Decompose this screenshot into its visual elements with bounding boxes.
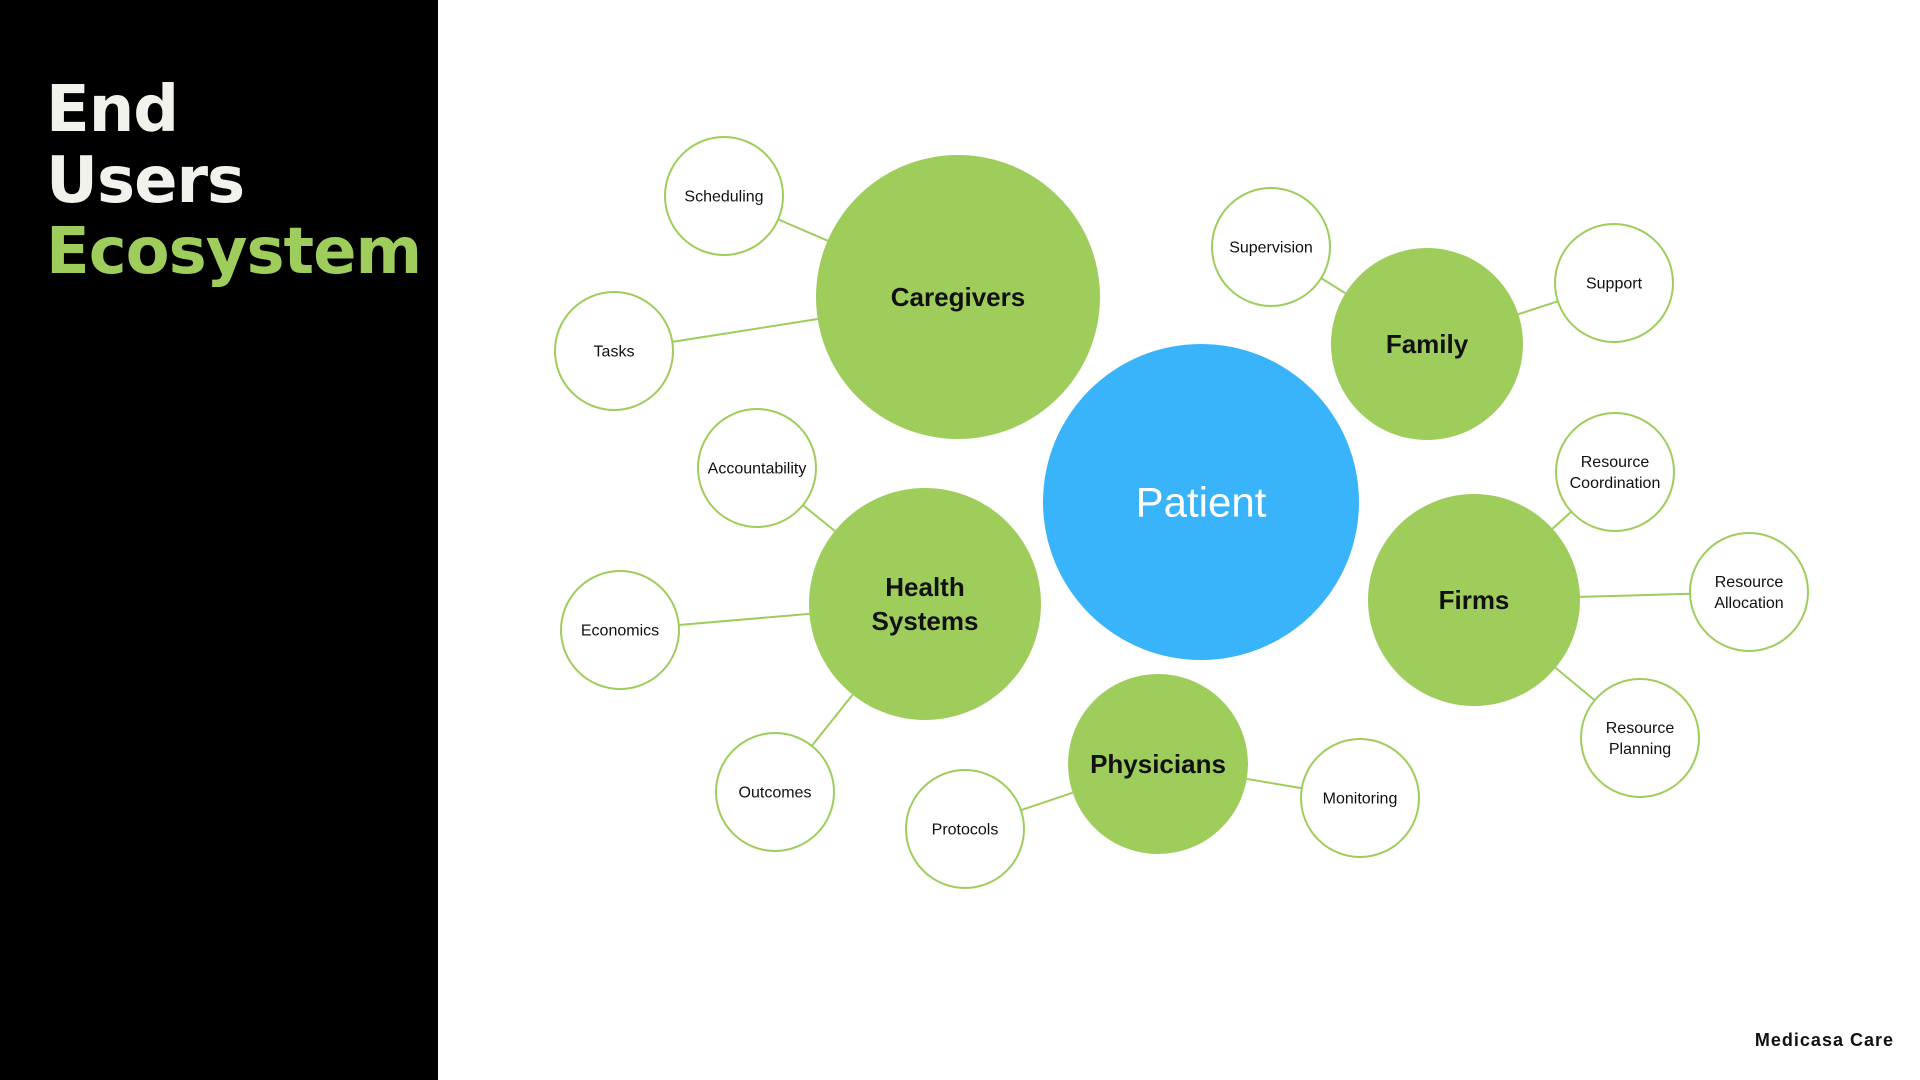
connector-physicians-monitoring (1246, 777, 1302, 790)
group-node-label-family: Family (1386, 329, 1469, 359)
leaf-node-label-accountability: Accountability (708, 461, 807, 478)
title-panel: End Users Ecosystem (0, 0, 438, 1080)
connector-physicians-protocols (1020, 791, 1074, 812)
leaf-node-protocols (905, 769, 1025, 889)
leaf-node-label-economics: Economics (581, 623, 659, 640)
connector-health-systems-outcomes (811, 694, 854, 747)
group-node-firms (1368, 494, 1580, 706)
leaf-node-label-outcomes: Outcomes (739, 785, 812, 802)
leaf-node-resource-allocation (1689, 532, 1809, 652)
connector-family-supervision (1320, 277, 1347, 295)
connector-firms-resource-planning (1554, 666, 1596, 702)
leaf-node-label-monitoring: Monitoring (1323, 791, 1398, 808)
connector-firms-resource-coordination (1551, 510, 1572, 530)
leaf-node-label-scheduling: Scheduling (684, 189, 763, 206)
connector-firms-resource-allocation (1579, 592, 1691, 598)
leaf-node-supervision (1211, 187, 1331, 307)
connector-health-systems-accountability (802, 504, 836, 532)
connector-caregivers-tasks (672, 318, 818, 343)
group-node-physicians (1068, 674, 1248, 854)
leaf-node-monitoring (1300, 738, 1420, 858)
title-line-3: Ecosystem (46, 215, 422, 289)
connector-caregivers-scheduling (777, 218, 829, 242)
brand-name: Medicasa Care (1754, 1030, 1894, 1050)
leaf-node-resource-coordination (1555, 412, 1675, 532)
center-node-patient (1043, 344, 1359, 660)
title-line-2: Users (46, 144, 245, 218)
leaf-node-label-supervision: Supervision (1229, 240, 1313, 257)
leaf-node-tasks (554, 291, 674, 411)
leaf-node-support (1554, 223, 1674, 343)
leaf-node-label-tasks: Tasks (594, 344, 635, 361)
group-node-label-firms: Firms (1439, 585, 1510, 615)
center-node-label: Patient (1136, 479, 1267, 526)
connector-family-support (1517, 300, 1559, 316)
group-node-label-caregivers: Caregivers (891, 282, 1025, 312)
group-node-health-systems (809, 488, 1041, 720)
group-node-label-physicians: Physicians (1090, 749, 1226, 779)
leaf-node-label-support: Support (1586, 276, 1643, 293)
connector-health-systems-economics (678, 612, 810, 626)
leaf-node-economics (560, 570, 680, 690)
title-line-1: End (46, 73, 179, 147)
leaf-node-label-protocols: Protocols (932, 822, 999, 839)
group-node-family (1331, 248, 1523, 440)
group-node-caregivers (816, 155, 1100, 439)
leaf-node-scheduling (664, 136, 784, 256)
leaf-node-resource-planning (1580, 678, 1700, 798)
leaf-node-accountability (697, 408, 817, 528)
leaf-node-outcomes (715, 732, 835, 852)
